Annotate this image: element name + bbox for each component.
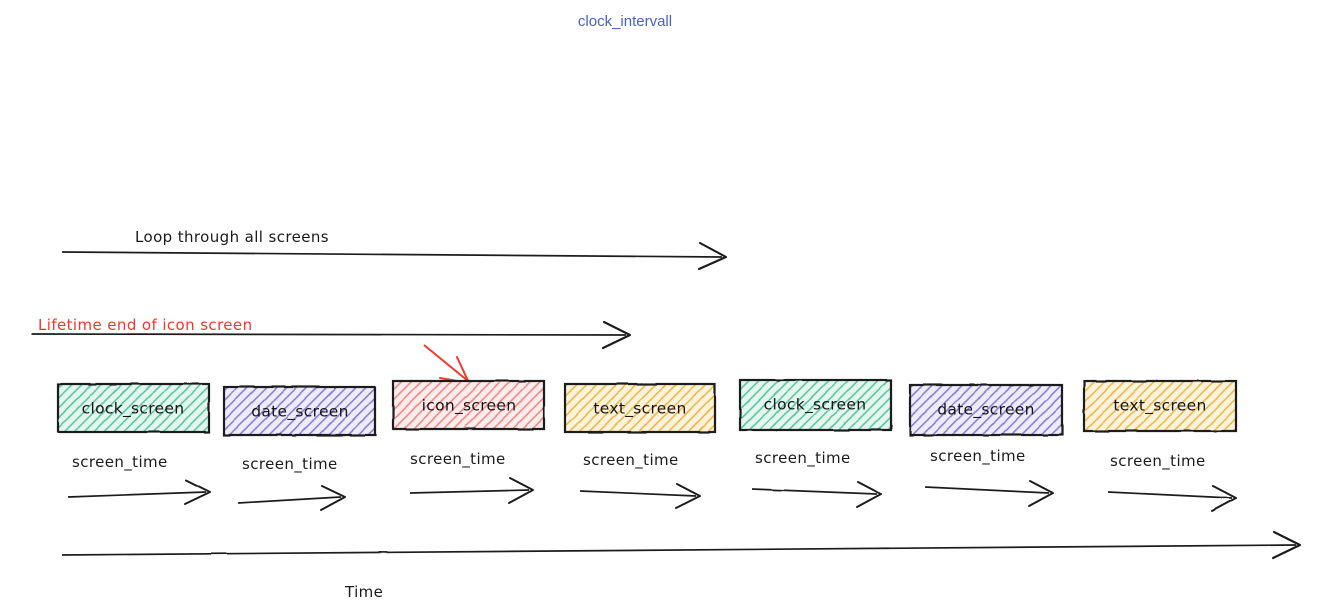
screen-time-label-1: screen_time [72, 453, 168, 472]
icon-screen-box-1[interactable] [391, 379, 546, 431]
text-screen-box-2-label: text_screen [1113, 397, 1206, 416]
date-screen-box-2-label: date_screen [937, 401, 1035, 420]
screen-box[interactable]: date_screen [908, 383, 1064, 437]
date-screen-box-1-label: date_screen [251, 403, 349, 422]
text-screen-box-2[interactable] [1082, 379, 1238, 433]
screen-time-item: screen_time [1107, 452, 1237, 512]
screen-time-item: screen_time [409, 450, 534, 504]
screen-time-label-6: screen_time [930, 447, 1026, 466]
loop-arrow-group [61, 241, 728, 271]
clock-screen-box-2-label: clock_screen [764, 396, 867, 415]
screen-box[interactable]: clock_screen [738, 378, 893, 432]
screen-time-label-2: screen_time [242, 455, 338, 474]
date-screen-box-2[interactable] [908, 383, 1064, 437]
time-axis-label: Time [344, 583, 383, 601]
screen-time-label-7: screen_time [1110, 452, 1206, 471]
date-screen-box-1[interactable] [222, 385, 377, 437]
time-axis-arrow [61, 530, 1302, 560]
screen-time-item: screen_time [579, 451, 701, 509]
clock-screen-box-2[interactable] [738, 378, 893, 432]
page-title: clock_intervall [578, 13, 672, 30]
clock-screen-box-1[interactable] [56, 382, 211, 434]
screen-box[interactable]: icon_screen [391, 379, 546, 431]
lifetime-end-of-icon-screen-label: Lifetime end of icon screen [38, 316, 252, 334]
screen-boxes: clock_screen date_screen icon_screen tex… [56, 378, 1238, 437]
screen-time-item: screen_time [751, 449, 882, 508]
screen-time-label-5: screen_time [755, 449, 851, 468]
screen-box[interactable]: text_screen [1082, 379, 1238, 433]
loop-through-all-screens-label: Loop through all screens [135, 228, 329, 246]
screen-time-item: screen_time [924, 447, 1054, 507]
screen-box[interactable]: clock_screen [56, 382, 211, 434]
screen-time-label-4: screen_time [583, 451, 679, 470]
screen-time-arrows: screen_time screen_time screen_time [67, 447, 1237, 512]
lifetime-arrow-group [31, 320, 632, 350]
icon-screen-pointer-arrow [423, 344, 470, 384]
text-screen-box-1[interactable] [563, 382, 717, 434]
text-screen-box-1-label: text_screen [593, 400, 686, 419]
icon-screen-box-1-label: icon_screen [422, 397, 517, 416]
screen-box[interactable]: text_screen [563, 382, 717, 434]
screen-box[interactable]: date_screen [222, 385, 377, 437]
clock-screen-box-1-label: clock_screen [82, 400, 185, 419]
screen-time-label-3: screen_time [410, 450, 506, 469]
screen-time-item: screen_time [237, 455, 346, 511]
screen-time-item: screen_time [67, 453, 211, 505]
